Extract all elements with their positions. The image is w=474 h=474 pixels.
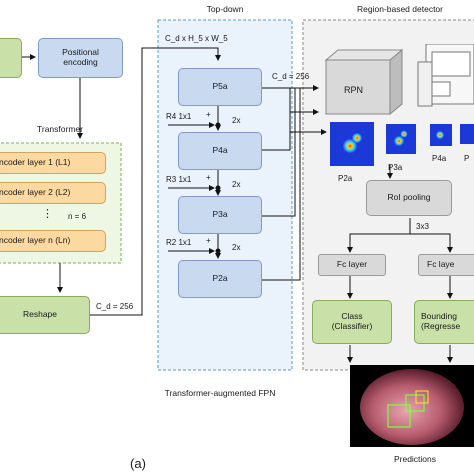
input-block	[0, 38, 22, 78]
fpn-caption: Transformer-augmented FPN	[164, 388, 276, 398]
map-label-p4a: P4a	[432, 154, 447, 163]
map-label-p3a: P3a	[388, 163, 403, 172]
encoder-layer-1: ncoder layer 1 (L1)	[0, 152, 106, 174]
n-layers-label: n = 6	[68, 212, 87, 221]
topdown-title: Top-down	[206, 4, 244, 14]
rpn-cube	[324, 48, 404, 116]
predictions-label: Predictions	[393, 454, 437, 464]
roi-size-label: 3x3	[416, 222, 429, 231]
fpn-level-p3a: P3a	[178, 196, 262, 234]
reshape-cd-label: C_d = 256	[96, 302, 134, 311]
proposal-windows-icon	[417, 44, 474, 107]
lateral-r4: R4 1x1	[166, 112, 192, 121]
roi-pooling-box: RoI pooling	[366, 180, 452, 216]
upsample-label-2: 2x	[232, 180, 241, 189]
feature-heatmaps	[330, 122, 474, 166]
layers-ellipsis: ⋮	[42, 208, 53, 220]
plus-sign-2: +	[206, 173, 211, 182]
fpn-level-p4a: P4a	[178, 132, 262, 170]
fc-layer-left: Fc layer	[318, 254, 386, 276]
upsample-label-3: 2x	[232, 243, 241, 252]
fc-layer-right: Fc laye	[418, 254, 474, 276]
fpn-input-label: C_d x H_5 x W_5	[165, 34, 228, 43]
class-head-box: Class (Classifier)	[312, 300, 392, 344]
lateral-r3: R3 1x1	[166, 175, 192, 184]
lateral-r2: R2 1x1	[166, 238, 192, 247]
fpn-level-p2a: P2a	[178, 260, 262, 298]
fpn-level-p5a: P5a	[178, 68, 262, 106]
figure-label: (a)	[130, 456, 146, 471]
map-label-p: P	[464, 154, 470, 163]
positional-encoding-box: Positional encoding	[38, 38, 123, 78]
map-label-p2a: P2a	[338, 174, 353, 183]
prediction-image	[350, 365, 474, 447]
plus-sign-3: +	[206, 236, 211, 245]
fpn-cd-label: C_d = 256	[272, 72, 310, 81]
encoder-layer-n: ncoder layer n (Ln)	[0, 230, 106, 252]
region-detector-title: Region-based detector	[356, 4, 443, 14]
upsample-label-1: 2x	[232, 116, 241, 125]
bbox-head-box: Bounding (Regresse	[414, 300, 474, 344]
plus-sign-1: +	[206, 110, 211, 119]
rpn-label: RPN	[344, 85, 364, 95]
transformer-title: Transformer	[37, 124, 83, 134]
reshape-box: Reshape	[0, 296, 90, 334]
encoder-layer-2: ncoder layer 2 (L2)	[0, 182, 106, 204]
